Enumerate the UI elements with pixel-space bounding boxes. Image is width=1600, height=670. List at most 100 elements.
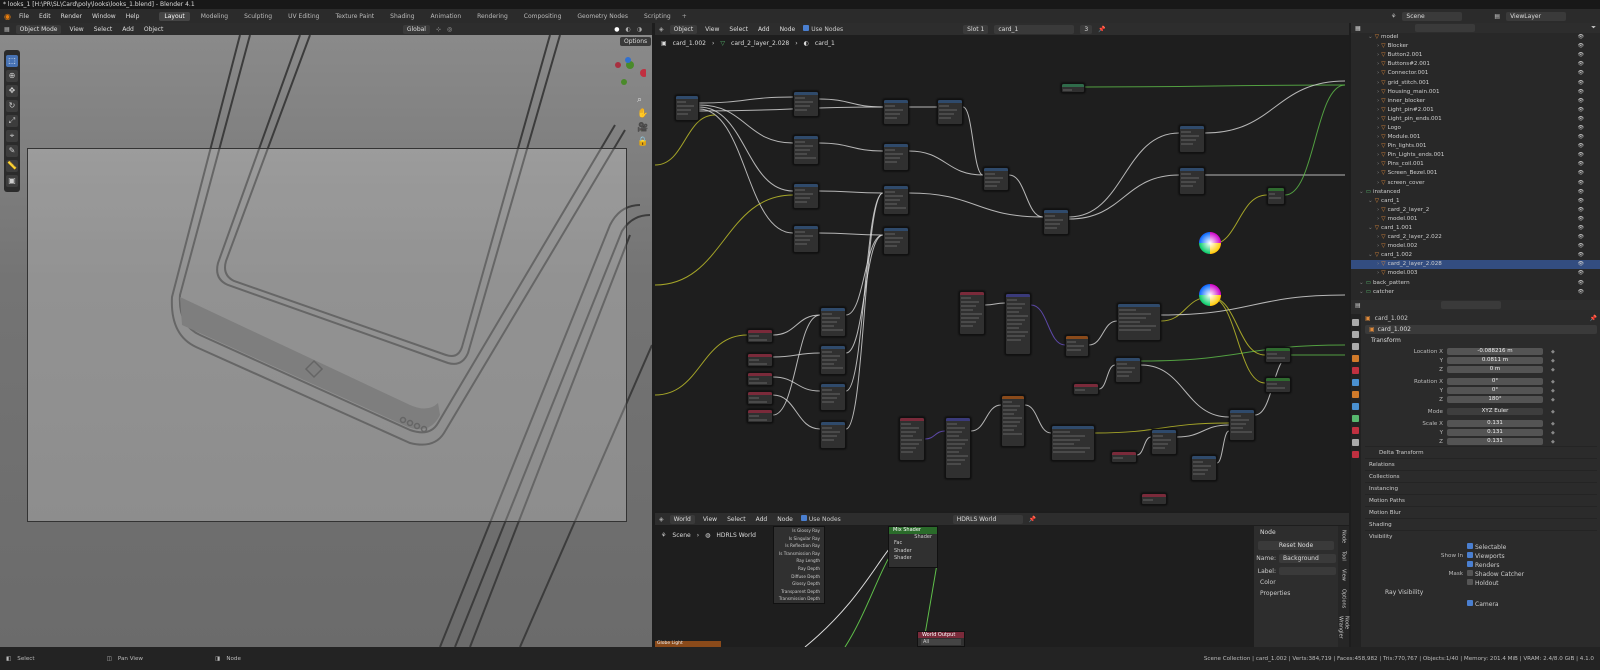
shader-node[interactable] <box>1151 429 1177 455</box>
shader-node[interactable] <box>747 353 773 367</box>
shader-node[interactable] <box>1051 425 1095 461</box>
expand-arrow-icon[interactable]: › <box>1377 70 1380 77</box>
visibility-eye-icon[interactable]: 👁 <box>1577 252 1584 259</box>
outliner-item[interactable]: ›▽model.002👁 <box>1351 242 1600 251</box>
properties-panel-header[interactable]: Motion Blur <box>1365 506 1597 518</box>
outliner-item[interactable]: ›▽screen_cover👁 <box>1351 179 1600 188</box>
outliner-item[interactable]: ›▽Pins_coil.001👁 <box>1351 160 1600 169</box>
keyframe-icon[interactable]: ◆ <box>1551 438 1555 445</box>
transform-orientation-dropdown[interactable]: Global <box>402 24 430 34</box>
properties-tab-icon[interactable] <box>1352 355 1359 362</box>
material-users-count[interactable]: 3 <box>1080 24 1093 34</box>
shading-rendered-icon[interactable]: ◑ <box>636 25 642 33</box>
shader-node[interactable] <box>883 227 909 255</box>
expand-arrow-icon[interactable]: › <box>1377 215 1380 222</box>
workspace-tab-modeling[interactable]: Modeling <box>200 12 229 20</box>
keyframe-icon[interactable]: ◆ <box>1551 348 1555 355</box>
world-use-nodes-checkbox[interactable]: Use Nodes <box>800 515 841 523</box>
light-path-output-socket[interactable]: Glossy Depth <box>792 581 820 587</box>
light-path-output-socket[interactable]: Diffuse Depth <box>791 573 820 579</box>
workspace-tab-uv-editing[interactable]: UV Editing <box>288 12 320 20</box>
shading-solid-icon[interactable]: ● <box>614 25 620 33</box>
light-path-output-socket[interactable]: Is Singular Ray <box>788 535 820 541</box>
shader-node[interactable] <box>1001 395 1025 447</box>
mix-shader2-socket[interactable]: Shader <box>894 555 912 561</box>
pin-icon[interactable]: 📌 <box>1589 314 1597 322</box>
shader-node[interactable] <box>820 345 846 375</box>
shader-node[interactable] <box>959 291 985 335</box>
color-wheel-2[interactable] <box>1198 283 1224 309</box>
workspace-tab-sculpting[interactable]: Sculpting <box>244 12 273 20</box>
workspace-tab-compositing[interactable]: Compositing <box>523 12 562 20</box>
properties-tab-icon[interactable] <box>1352 319 1359 326</box>
visibility-eye-icon[interactable]: 👁 <box>1577 288 1584 295</box>
visibility-eye-icon[interactable]: 👁 <box>1577 197 1584 204</box>
outliner-item[interactable]: ›▽Pin_Lights_ends.001👁 <box>1351 151 1600 160</box>
transform-value-field[interactable]: 0.131 <box>1447 438 1543 445</box>
fake-user-pin-icon[interactable]: 📌 <box>1098 25 1106 33</box>
node-label-field[interactable] <box>1279 567 1336 575</box>
mix-shader-node[interactable]: Mix Shader Shader Fac Shader Shader <box>888 526 938 568</box>
shader-node[interactable] <box>793 183 819 209</box>
workspace-tab-shading[interactable]: Shading <box>390 12 415 20</box>
breadcrumb-mesh[interactable]: card_2_layer_2.028 <box>731 40 790 47</box>
visibility-eye-icon[interactable]: 👁 <box>1577 143 1584 150</box>
cursor-tool-icon[interactable]: ⊕ <box>6 70 18 82</box>
expand-arrow-icon[interactable]: › <box>1377 243 1380 250</box>
shader-node[interactable] <box>1043 209 1069 235</box>
node-menu-view[interactable]: View <box>705 25 720 33</box>
shader-node[interactable] <box>675 95 699 121</box>
blender-logo-icon[interactable]: ◉ <box>4 11 11 21</box>
menu-render[interactable]: Render <box>60 12 83 20</box>
properties-panel-header[interactable]: Shading <box>1365 518 1597 530</box>
properties-search-input[interactable] <box>1440 301 1501 309</box>
viewport-menu-select[interactable]: Select <box>93 25 113 33</box>
expand-arrow-icon[interactable]: › <box>1377 115 1380 122</box>
shader-node[interactable] <box>1265 377 1291 393</box>
light-path-output-socket[interactable]: Ray Length <box>796 558 820 564</box>
keyframe-icon[interactable]: ◆ <box>1551 420 1555 427</box>
visibility-eye-icon[interactable]: 👁 <box>1577 206 1584 213</box>
node-menu-add[interactable]: Add <box>757 25 770 33</box>
shader-node[interactable] <box>1073 383 1099 395</box>
expand-arrow-icon[interactable]: › <box>1377 43 1380 50</box>
viewport-menu-add[interactable]: Add <box>122 25 134 33</box>
visibility-eye-icon[interactable]: 👁 <box>1577 261 1584 268</box>
filter-icon[interactable]: ⏷ <box>1591 24 1596 31</box>
mix-fac-socket[interactable]: Fac <box>894 540 903 546</box>
object-mode-dropdown[interactable]: Object Mode <box>15 24 62 34</box>
properties-tab-icon[interactable] <box>1352 343 1359 350</box>
transform-value-field[interactable]: 180° <box>1447 396 1543 403</box>
selectable-checkbox[interactable]: Selectable <box>1467 542 1506 551</box>
ray-visibility-panel[interactable]: Ray Visibility <box>1385 589 1424 596</box>
outliner-item[interactable]: ›▽Button2.001👁 <box>1351 51 1600 60</box>
visibility-eye-icon[interactable]: 👁 <box>1577 115 1584 122</box>
visibility-eye-icon[interactable]: 👁 <box>1577 134 1584 141</box>
transform-value-field[interactable]: 0.131 <box>1447 429 1543 436</box>
shader-node[interactable] <box>820 307 846 337</box>
visibility-eye-icon[interactable]: 👁 <box>1577 124 1584 131</box>
outliner-item[interactable]: ›▽Buttons#2.001👁 <box>1351 60 1600 69</box>
menu-edit[interactable]: Edit <box>39 12 51 20</box>
shadow-catcher-checkbox[interactable]: Shadow Catcher <box>1467 569 1524 578</box>
expand-arrow-icon[interactable]: › <box>1377 106 1380 113</box>
shader-node[interactable] <box>1229 409 1255 441</box>
outliner-item[interactable]: ›▽Light_pin_ends.001👁 <box>1351 115 1600 124</box>
menu-help[interactable]: Help <box>125 12 140 20</box>
world-editor-type-icon[interactable]: ◈ <box>659 515 664 523</box>
node-name-field[interactable]: Background <box>1279 554 1336 563</box>
properties-tab-icon[interactable] <box>1352 451 1359 458</box>
viewport-menu-object[interactable]: Object <box>143 25 164 33</box>
properties-tab-icon[interactable] <box>1352 367 1359 374</box>
expand-arrow-icon[interactable]: ⌄ <box>1359 288 1364 295</box>
expand-arrow-icon[interactable]: › <box>1377 134 1380 141</box>
shader-node[interactable] <box>793 91 819 117</box>
transform-panel-header[interactable]: Transform <box>1371 337 1401 344</box>
pan-hand-icon[interactable]: ✋ <box>637 109 649 119</box>
sidebar-tab-view[interactable]: View <box>1340 568 1347 581</box>
expand-arrow-icon[interactable]: ⌄ <box>1359 188 1364 195</box>
shader-node[interactable] <box>1267 187 1285 205</box>
expand-arrow-icon[interactable]: › <box>1377 152 1380 159</box>
shader-node[interactable] <box>1265 347 1291 363</box>
shader-node[interactable] <box>1179 125 1205 153</box>
